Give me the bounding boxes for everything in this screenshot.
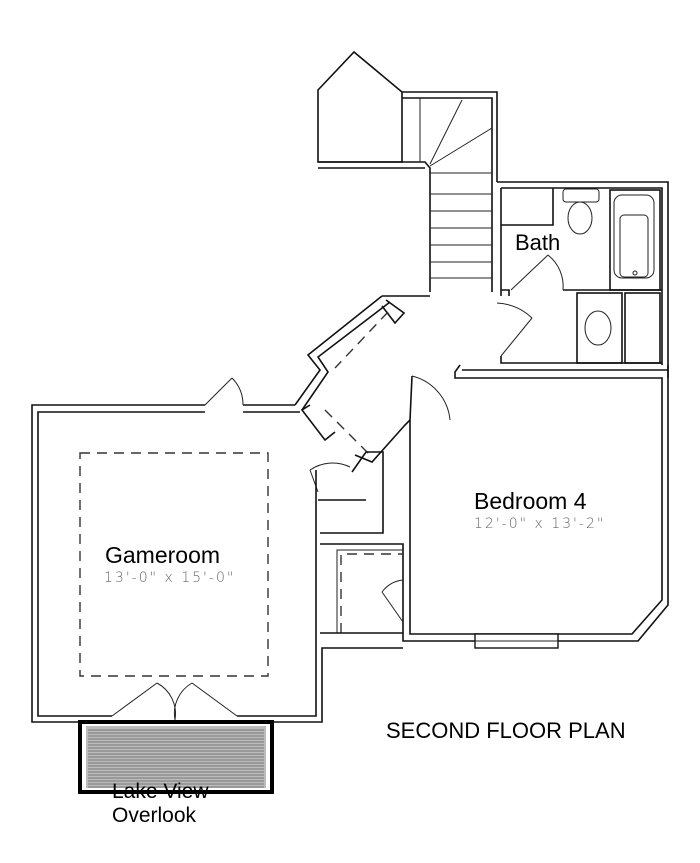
toilet-icon	[567, 201, 593, 235]
room-label-gameroom: Gameroom	[105, 542, 221, 568]
closets	[309, 451, 404, 634]
gameroom-walls	[31, 377, 403, 723]
bath-area	[496, 181, 669, 378]
lake-view-overlook-balcony	[78, 720, 274, 794]
gameroom-rug-outline	[79, 452, 269, 677]
room-label-bedroom: Bedroom 4	[474, 488, 587, 514]
overlook-label-line2: Overlook	[112, 804, 197, 827]
plan-title: SECOND FLOOR PLAN	[386, 718, 626, 743]
room-label-bath: Bath	[515, 230, 561, 255]
room-dimensions-bedroom: 12'-0" x 13'-2"	[474, 516, 606, 532]
sink-icon	[584, 310, 612, 346]
sink-cabinet	[576, 292, 623, 364]
hallway-walls	[294, 295, 669, 642]
toilet-tank	[562, 188, 600, 203]
bay-window-structure	[317, 50, 403, 163]
room-dimensions-gameroom: 13'-0" x 15'-0"	[104, 570, 236, 586]
overlook-label-line1: Lake View	[112, 780, 209, 803]
staircase	[318, 91, 498, 292]
linen-closet	[624, 292, 661, 364]
